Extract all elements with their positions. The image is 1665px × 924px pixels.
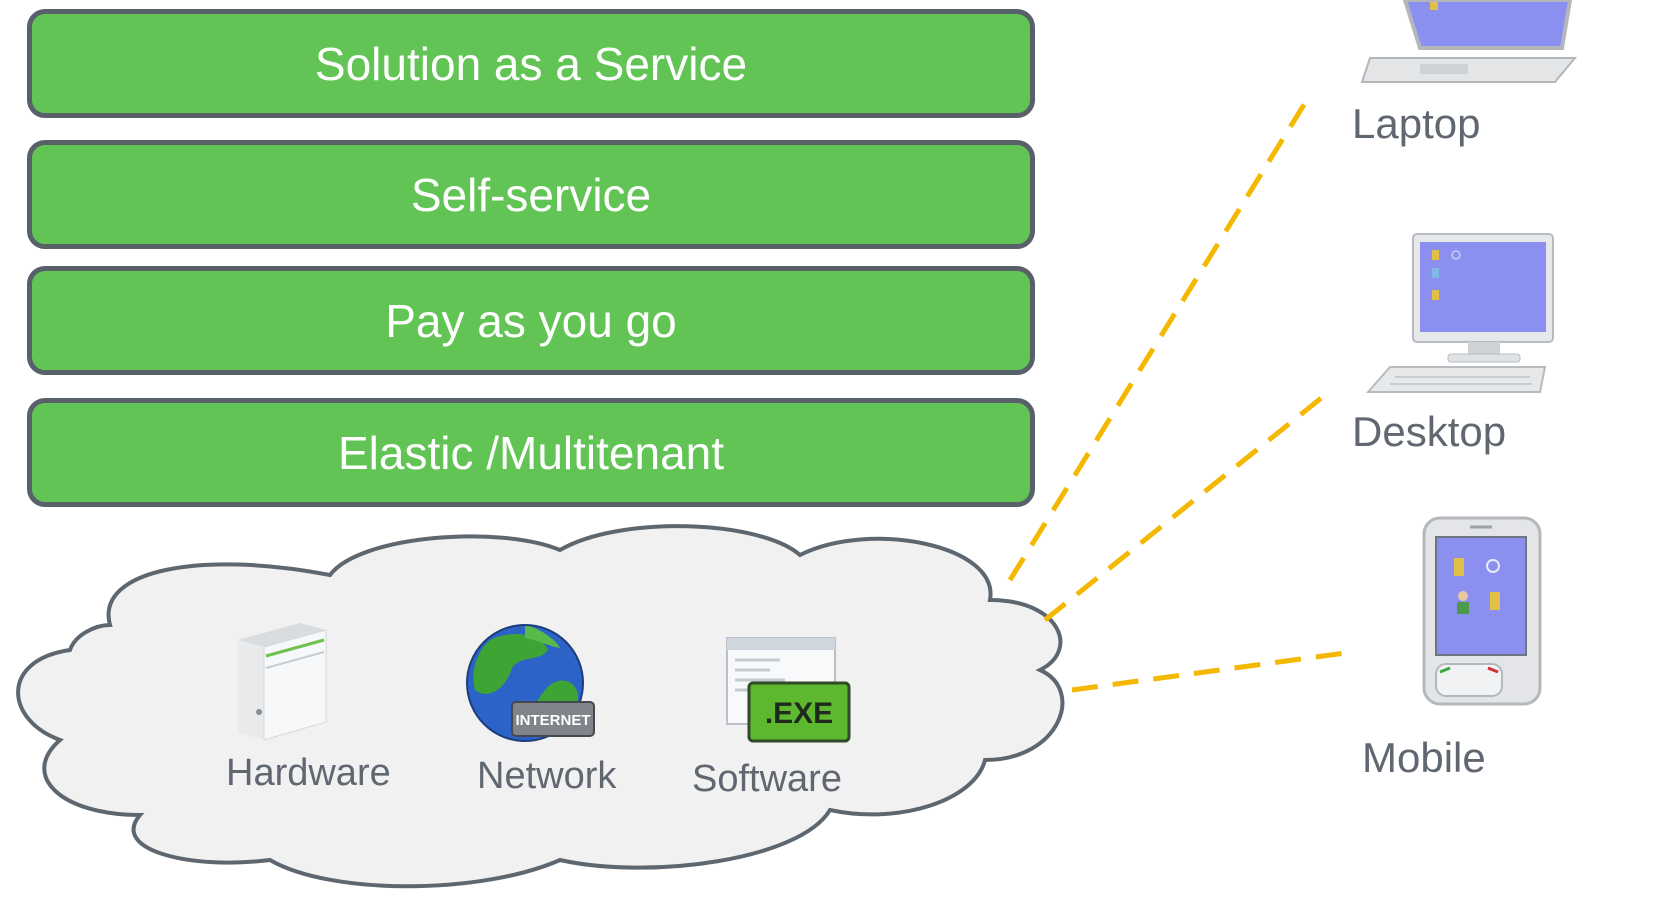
laptop-icon <box>1360 0 1578 83</box>
connector-mobile <box>1071 650 1346 693</box>
software-label: Software <box>692 758 842 800</box>
mobile-icon <box>1422 516 1542 706</box>
software-badge-text: .EXE <box>765 697 833 730</box>
network-label: Network <box>477 755 617 797</box>
server-icon <box>238 623 327 741</box>
network-badge-text: INTERNET <box>516 712 591 729</box>
desktop-icon <box>1365 233 1554 393</box>
globe-icon: INTERNET <box>466 624 595 742</box>
laptop-label: Laptop <box>1352 100 1481 147</box>
layer-pay-as-you-go: Pay as you go <box>27 266 1035 375</box>
layer-label: Self-service <box>410 168 652 221</box>
layer-solution-as-a-service: Solution as a Service <box>27 9 1035 118</box>
layer-elastic-multitenant: Elastic /Multitenant <box>27 398 1035 507</box>
connector-laptop <box>1007 93 1313 582</box>
software-exe-icon: .EXE <box>726 637 851 743</box>
layer-label: Elastic /Multitenant <box>337 426 725 479</box>
mobile-label: Mobile <box>1362 734 1486 781</box>
layer-self-service: Self-service <box>27 140 1035 249</box>
connector-desktop <box>1043 393 1327 622</box>
desktop-label: Desktop <box>1352 408 1507 455</box>
layer-label: Pay as you go <box>385 294 677 347</box>
layer-label: Solution as a Service <box>314 37 748 90</box>
hardware-label: Hardware <box>226 752 391 794</box>
